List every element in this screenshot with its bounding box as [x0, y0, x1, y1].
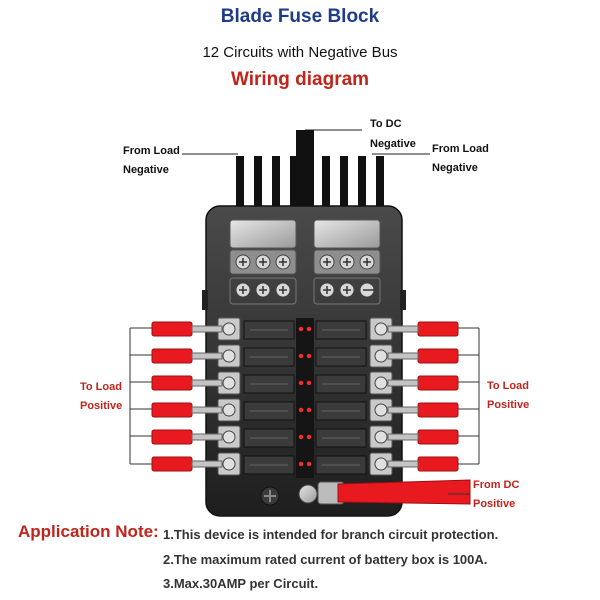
led-indicator [306, 326, 312, 332]
wire-lug-left [191, 352, 223, 360]
screw-icon [374, 430, 388, 444]
dc-positive-cable [337, 479, 471, 505]
page-subtitle: 12 Circuits with Negative Bus [202, 44, 398, 61]
screw-icon [222, 430, 236, 444]
screw-icon [374, 322, 388, 336]
fuse-rows [217, 317, 393, 476]
dc-negative-cable [296, 130, 314, 210]
screw-icon [374, 457, 388, 471]
wire-lug-right [387, 379, 419, 387]
led-indicator [306, 353, 312, 359]
label-from-load-right-line1: From Load [432, 143, 489, 155]
label-from-load-right-line2: Negative [432, 162, 478, 174]
page-title: Blade Fuse Block [220, 6, 380, 27]
positive-wires [151, 321, 459, 472]
negative-wires [236, 130, 384, 216]
led-indicator [298, 353, 304, 359]
screw-icon [374, 349, 388, 363]
dc-positive-stud [298, 484, 318, 504]
positive-wire-right [417, 429, 459, 445]
screw-icon [222, 403, 236, 417]
positive-bracket-left [129, 327, 152, 465]
wire-lug-left [191, 460, 223, 468]
wire-lug-right [387, 406, 419, 414]
wire-lug-right [387, 460, 419, 468]
positive-wire-right [417, 321, 459, 337]
led-indicator [298, 407, 304, 413]
positive-wire-right [417, 375, 459, 391]
wire-lug-left [191, 433, 223, 441]
label-to-dc-line1: To DC [370, 118, 402, 130]
positive-wire-left [151, 429, 193, 445]
wire-lug-left [191, 325, 223, 333]
led-indicator [298, 326, 304, 332]
label-to-load-right-line1: To Load [487, 380, 529, 392]
label-from-load-left-line1: From Load [123, 145, 180, 157]
wire-lug-left [191, 406, 223, 414]
led-indicator [306, 434, 312, 440]
label-from-load-left-line2: Negative [123, 164, 169, 176]
application-note-line-2: 2.The maximum rated current of battery b… [163, 552, 488, 567]
led-indicator [306, 461, 312, 467]
screw-icon [222, 349, 236, 363]
positive-wire-right [417, 402, 459, 418]
leader-lines [182, 129, 430, 155]
screw-icon [222, 457, 236, 471]
application-note-line-3: 3.Max.30AMP per Circuit. [163, 576, 319, 591]
label-to-load-right-line2: Positive [487, 399, 530, 411]
positive-wire-left [151, 402, 193, 418]
label-to-dc-line2: Negative [370, 138, 416, 150]
positive-wire-left [151, 375, 193, 391]
positive-wire-left [151, 348, 193, 364]
positive-wire-right [417, 456, 459, 472]
label-to-load-left-line1: To Load [80, 381, 122, 393]
wire-lug-right [387, 352, 419, 360]
label-to-load-left-line2: Positive [80, 400, 123, 412]
application-note-line-1: 1.This device is intended for branch cir… [163, 527, 499, 542]
screw-icon [374, 403, 388, 417]
positive-bracket-right [458, 327, 480, 465]
led-indicator [306, 380, 312, 386]
screw-icon [222, 376, 236, 390]
led-indicator [306, 407, 312, 413]
application-note-title: Application Note: [18, 522, 159, 541]
led-indicator [298, 380, 304, 386]
wire-lug-right [387, 325, 419, 333]
screw-icon [374, 376, 388, 390]
positive-wire-right [417, 348, 459, 364]
screw-icon [222, 322, 236, 336]
label-from-dc-line1: From DC [473, 479, 520, 491]
positive-wire-left [151, 456, 193, 472]
diagram-heading: Wiring diagram [230, 69, 370, 90]
positive-wire-left [151, 321, 193, 337]
label-from-dc-line2: Positive [473, 498, 516, 510]
led-strip [296, 318, 314, 478]
wire-lug-left [191, 379, 223, 387]
wire-lug-right [387, 433, 419, 441]
led-indicator [298, 461, 304, 467]
led-indicator [298, 434, 304, 440]
negative-bus [229, 219, 381, 305]
